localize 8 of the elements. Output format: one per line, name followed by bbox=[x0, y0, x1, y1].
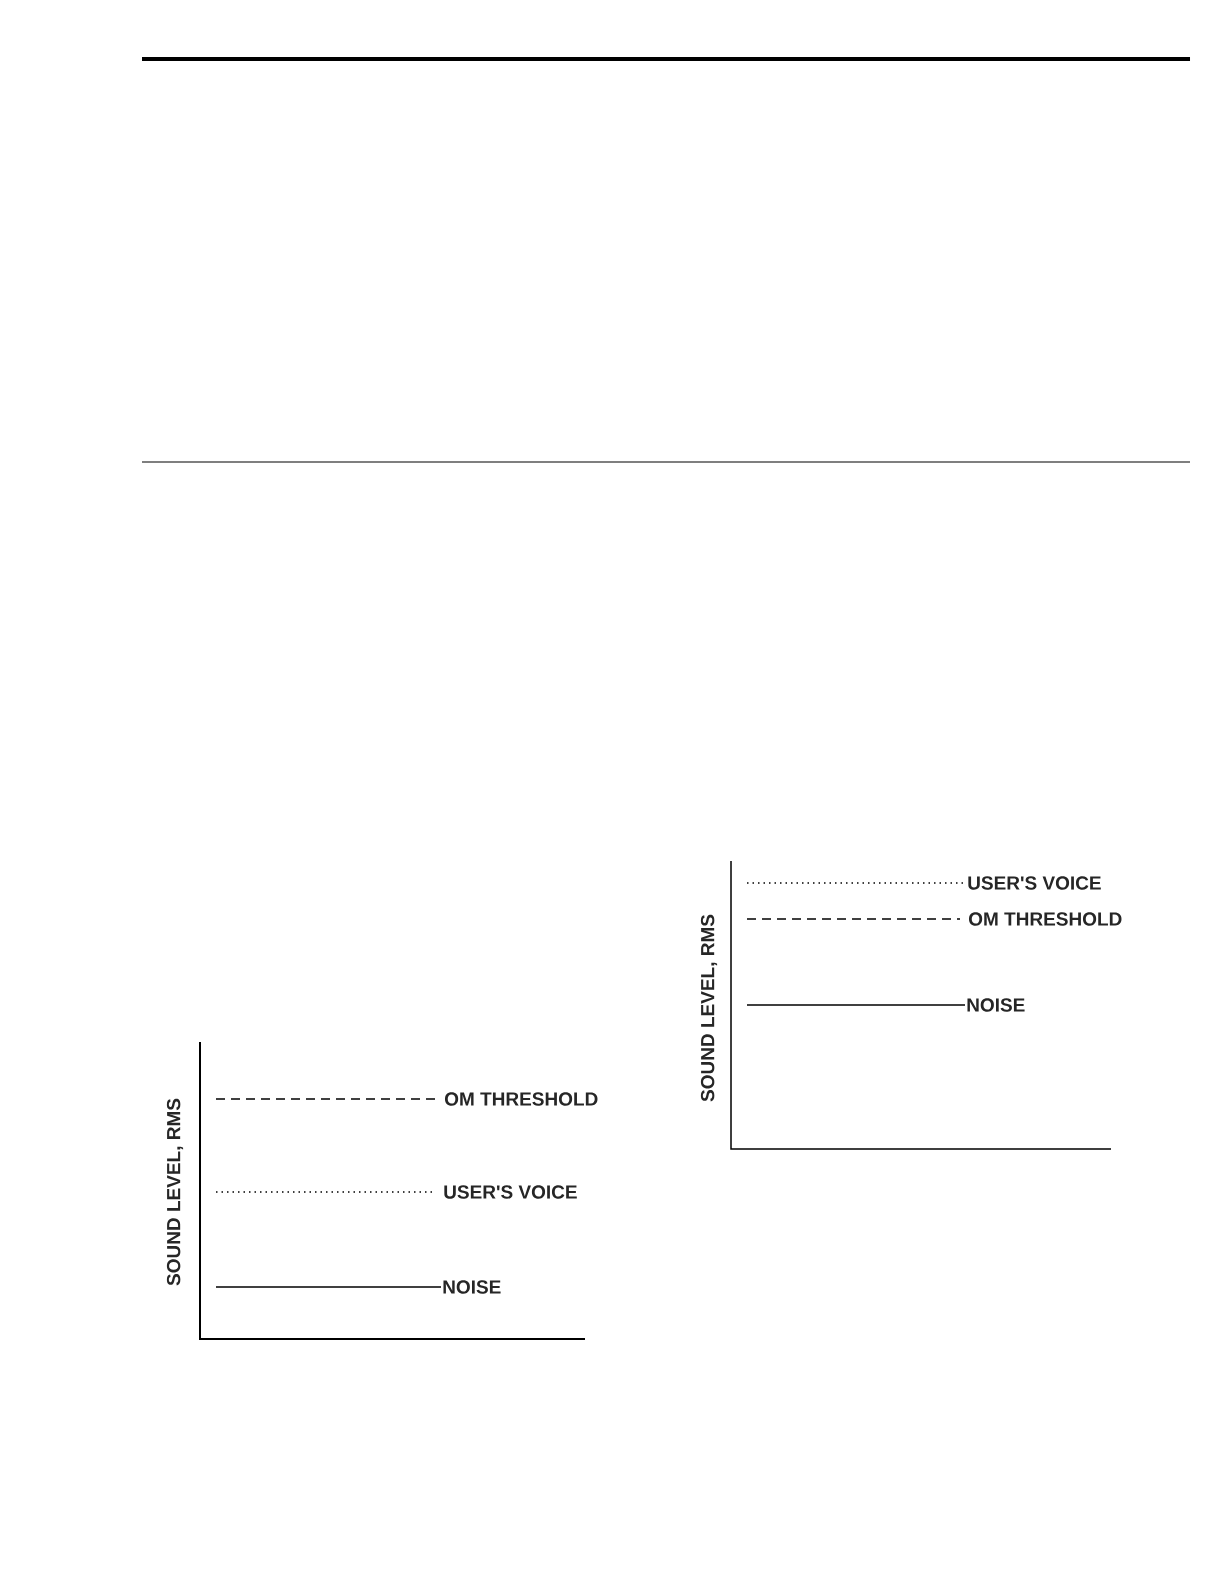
level-label: NOISE bbox=[967, 998, 1025, 1012]
axis-label: SOUND LEVEL, RMS bbox=[166, 1098, 184, 1286]
level-label: USER'S VOICE bbox=[968, 876, 1101, 890]
level-label: OM THRESHOLD bbox=[445, 1092, 598, 1106]
level-label: NOISE bbox=[443, 1280, 501, 1294]
level-label: OM THRESHOLD bbox=[969, 912, 1122, 926]
axis-label: SOUND LEVEL, RMS bbox=[700, 914, 718, 1102]
level-label: USER'S VOICE bbox=[444, 1185, 577, 1199]
